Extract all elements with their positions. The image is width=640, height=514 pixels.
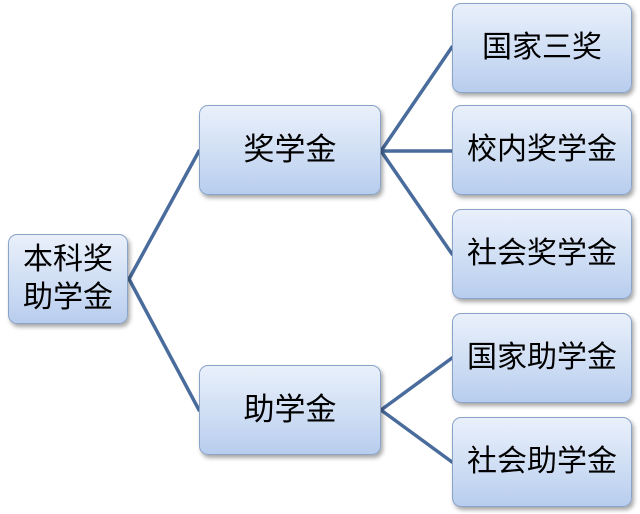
connector-root-scholarship (127, 149, 201, 281)
connector-grant-leaf-2 (379, 408, 454, 464)
leaf-label: 社会助学金 (467, 444, 617, 479)
root-label: 本科奖助学金 (23, 242, 113, 315)
connector-scholarship-leaf-1 (379, 45, 454, 153)
leaf-label: 社会奖学金 (467, 236, 617, 271)
leaf-node-national-grant: 国家助学金 (452, 313, 632, 403)
branch-node-scholarship: 奖学金 (199, 105, 381, 195)
branch-label-scholarship: 奖学金 (243, 132, 337, 168)
connector-grant-leaf-1 (379, 356, 454, 412)
leaf-node-social-grant: 社会助学金 (452, 417, 632, 507)
branch-node-grant: 助学金 (199, 365, 381, 455)
connector-root-grant (127, 277, 201, 412)
leaf-node-campus-scholarship: 校内奖学金 (452, 105, 632, 195)
leaf-label: 校内奖学金 (467, 132, 617, 167)
connector-scholarship-leaf-3 (379, 149, 454, 256)
leaf-label: 国家助学金 (467, 340, 617, 375)
branch-label-grant: 助学金 (243, 392, 337, 428)
leaf-node-social-scholarship: 社会奖学金 (452, 209, 632, 299)
leaf-node-national-three-awards: 国家三奖 (452, 3, 632, 93)
leaf-label: 国家三奖 (482, 30, 602, 65)
root-node: 本科奖助学金 (8, 234, 128, 324)
